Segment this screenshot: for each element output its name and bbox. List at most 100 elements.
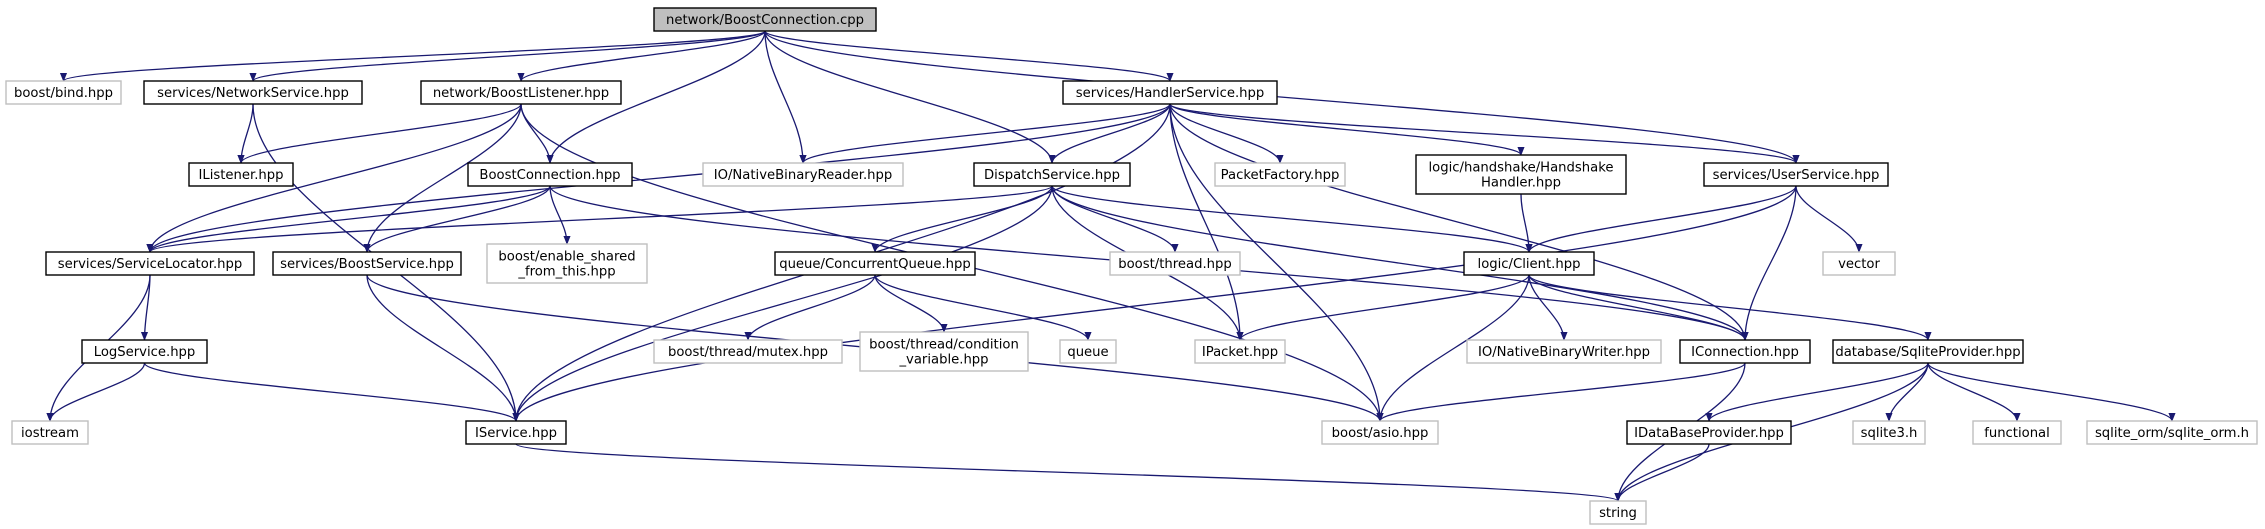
edge-blistener-to-bconn xyxy=(520,103,554,164)
node-string-box xyxy=(1589,500,1647,525)
node-client-box xyxy=(1463,251,1595,276)
node-sqlite-box xyxy=(1832,339,2024,364)
node-nbwriter-label: IO/NativeBinaryWriter.hpp xyxy=(1478,345,1650,360)
node-ilistener-label: IListener.hpp xyxy=(198,168,283,183)
node-iservice[interactable]: IService.hpp xyxy=(465,420,567,445)
edge-bsvc-to-iservice xyxy=(366,274,520,422)
edge-iservice-to-string xyxy=(515,443,1622,502)
edge-bconn-to-bsvc xyxy=(363,185,551,253)
edge-usersvc-to-iconn xyxy=(1741,185,1797,341)
node-usersvc[interactable]: services/UserService.hpp xyxy=(1703,162,1889,187)
node-client[interactable]: logic/Client.hpp xyxy=(1463,251,1595,276)
node-blistener[interactable]: network/BoostListener.hpp xyxy=(420,80,622,105)
node-iostream-box xyxy=(11,420,89,445)
node-root[interactable]: network/BoostConnection.cpp xyxy=(653,7,877,32)
edge-sqlite-to-idbprov xyxy=(1705,362,1929,422)
node-vector: vector xyxy=(1822,251,1896,276)
node-nbreader: IO/NativeBinaryReader.hpp xyxy=(702,162,904,187)
node-nbreader-label: IO/NativeBinaryReader.hpp xyxy=(714,168,893,183)
node-logsvc-box xyxy=(81,339,208,364)
edge-root-to-netsvc xyxy=(249,30,766,82)
edge-handler-to-iconn xyxy=(1169,103,1749,341)
node-bconn[interactable]: BoostConnection.hpp xyxy=(467,162,633,187)
node-pfactory: PacketFactory.hpp xyxy=(1214,162,1346,187)
edge-blistener-to-ilistener xyxy=(237,103,522,164)
node-handler-box xyxy=(1062,80,1278,105)
node-logsvc[interactable]: LogService.hpp xyxy=(81,339,208,364)
node-netsvc[interactable]: services/NetworkService.hpp xyxy=(143,80,363,105)
edge-client-to-ipacket xyxy=(1236,274,1530,341)
edge-layer xyxy=(46,30,2176,502)
node-cqueue[interactable]: queue/ConcurrentQueue.hpp xyxy=(774,251,976,276)
node-usersvc-box xyxy=(1703,162,1889,187)
node-svcloc-label: services/ServiceLocator.hpp xyxy=(58,257,243,272)
node-bconn-box xyxy=(467,162,633,187)
node-vector-label: vector xyxy=(1838,257,1880,272)
node-sqlite[interactable]: database/SqliteProvider.hpp xyxy=(1832,339,2024,364)
node-functional-box xyxy=(1972,420,2062,445)
edge-handler-to-asio xyxy=(1169,103,1384,422)
node-string-label: string xyxy=(1599,506,1637,521)
node-nbreader-box xyxy=(702,162,904,187)
node-bthread: boost/thread.hpp xyxy=(1109,251,1241,276)
node-dispatch[interactable]: DispatchService.hpp xyxy=(973,162,1131,187)
edge-handler-to-pfactory xyxy=(1169,103,1284,164)
node-bsvc-box xyxy=(272,251,462,276)
node-root-box xyxy=(653,7,877,32)
node-queue: queue xyxy=(1059,339,1117,364)
node-asio-label: boost/asio.hpp xyxy=(1332,426,1429,441)
node-hshake-label: logic/handshake/Handshake xyxy=(1429,161,1614,176)
edge-dispatch-to-svcloc xyxy=(146,185,1053,253)
node-nbwriter-box xyxy=(1466,339,1662,364)
node-bind-box xyxy=(5,80,122,105)
node-queue-label: queue xyxy=(1067,345,1108,360)
node-hshake-label: Handler.hpp xyxy=(1481,176,1561,191)
edge-root-to-nbreader xyxy=(764,30,807,164)
edge-handler-to-nbreader xyxy=(799,103,1171,164)
node-functional-label: functional xyxy=(1984,426,2050,441)
node-ipacket-label: IPacket.hpp xyxy=(1202,345,1278,360)
node-bind-label: boost/bind.hpp xyxy=(14,86,113,101)
node-idbprov[interactable]: IDataBaseProvider.hpp xyxy=(1626,420,1792,445)
edge-hshake-to-client xyxy=(1520,193,1533,253)
node-iservice-box xyxy=(465,420,567,445)
node-iservice-label: IService.hpp xyxy=(475,426,557,441)
node-condvar-label: boost/thread/condition xyxy=(869,338,1019,353)
edge-sqlite-to-sqliteorm xyxy=(1927,362,2176,422)
edge-client-to-sqlite xyxy=(1528,274,1932,341)
node-handler[interactable]: services/HandlerService.hpp xyxy=(1062,80,1278,105)
node-usersvc-label: services/UserService.hpp xyxy=(1713,168,1880,183)
node-queue-box xyxy=(1059,339,1117,364)
node-idbprov-box xyxy=(1626,420,1792,445)
node-mutex: boost/thread/mutex.hpp xyxy=(653,339,843,364)
edge-root-to-usersvc xyxy=(764,30,1800,164)
edge-netsvc-to-ilistener xyxy=(237,103,254,164)
node-iconn[interactable]: IConnection.hpp xyxy=(1679,339,1811,364)
edge-usersvc-to-iservice xyxy=(512,185,1797,422)
node-condvar: boost/thread/condition_variable.hpp xyxy=(859,331,1029,372)
node-dispatch-label: DispatchService.hpp xyxy=(984,168,1120,183)
edge-logsvc-to-iservice xyxy=(143,362,520,422)
edge-root-to-blistener xyxy=(517,30,766,82)
edge-dispatch-to-bthread xyxy=(1051,185,1179,253)
edge-logsvc-to-iostream xyxy=(46,362,146,422)
edge-root-to-dispatch xyxy=(764,30,1056,164)
edge-root-to-bind xyxy=(60,30,766,82)
node-iconn-box xyxy=(1679,339,1811,364)
node-netsvc-box xyxy=(143,80,363,105)
node-svcloc[interactable]: services/ServiceLocator.hpp xyxy=(45,251,255,276)
node-pfactory-label: PacketFactory.hpp xyxy=(1221,168,1340,183)
node-enableshared-label: boost/enable_shared xyxy=(498,250,635,265)
node-sqliteorm-label: sqlite_orm/sqlite_orm.h xyxy=(2095,426,2249,441)
node-svcloc-box xyxy=(45,251,255,276)
node-cqueue-box xyxy=(774,251,976,276)
edge-client-to-asio xyxy=(1376,274,1530,422)
node-bsvc[interactable]: services/BoostService.hpp xyxy=(272,251,462,276)
node-iostream: iostream xyxy=(11,420,89,445)
node-enableshared-box xyxy=(486,243,648,284)
node-ipacket: IPacket.hpp xyxy=(1194,339,1286,364)
node-ilistener[interactable]: IListener.hpp xyxy=(188,162,294,187)
node-vector-box xyxy=(1822,251,1896,276)
node-sqlite3: sqlite3.h xyxy=(1852,420,1926,445)
